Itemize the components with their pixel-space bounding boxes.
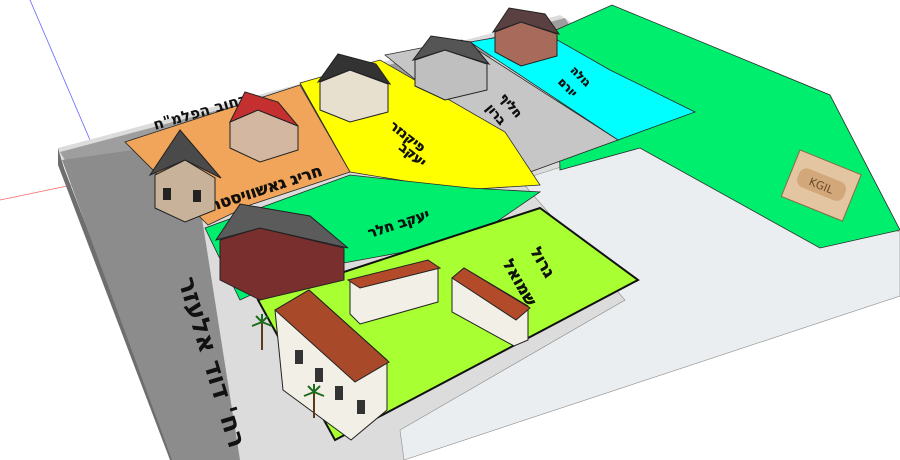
house-icon[interactable]	[491, 7, 561, 67]
road-left	[62, 142, 240, 460]
house-icon[interactable]	[214, 203, 349, 301]
house-icon[interactable]	[274, 289, 390, 441]
palm-icon	[251, 314, 273, 350]
house-icon[interactable]	[228, 91, 299, 163]
house-icon[interactable]	[316, 53, 392, 123]
house-icon[interactable]	[148, 129, 222, 223]
house-icon[interactable]	[346, 259, 442, 325]
house-icon[interactable]	[451, 267, 531, 347]
house-icon[interactable]	[411, 35, 491, 101]
kgil-stamp: KGIL	[780, 149, 862, 222]
palm-icon	[303, 384, 325, 418]
